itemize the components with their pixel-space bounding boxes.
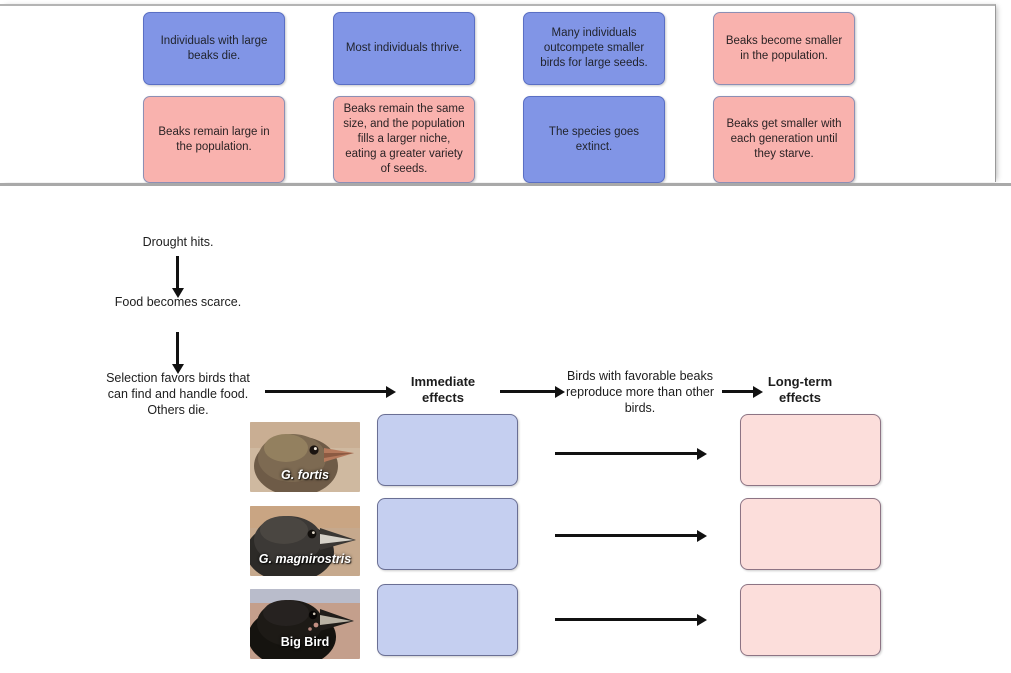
draggable-tile[interactable]: Beaks get smaller with each generation u… [713,96,855,183]
header-immediate-effects: Immediate effects [410,374,476,405]
arrow-immediate-to-reproduce [500,385,565,398]
bird-caption: G. fortis [281,468,329,482]
tile-label: The species goes extinct. [548,125,640,153]
tile-label: Beaks become smaller in the population. [725,34,843,62]
arrow-row2-immediate-to-longterm [555,529,707,542]
bird-photo-big-bird: Big Bird [250,589,360,659]
arrow-row3-immediate-to-longterm [555,613,707,626]
bird-caption: Big Bird [280,635,330,649]
bird-caption: G. magnirostris [258,552,352,566]
dropzone-immediate-3[interactable] [377,584,518,656]
bird-illustration-icon [250,506,360,576]
draggable-tile[interactable]: Beaks remain large in the population. [143,96,285,183]
chain-step-food: Food becomes scarce. [114,295,242,309]
header-reproduce-note: Birds with favorable beaks reproduce mor… [566,369,715,415]
draggable-tile[interactable]: The species goes extinct. [523,96,665,183]
arrow-food-to-selection [171,332,184,374]
dropzone-longterm-1[interactable] [740,414,881,486]
bird-photo-g-magnirostris: G. magnirostris [250,506,360,576]
draggable-tile[interactable]: Beaks remain the same size, and the popu… [333,96,475,183]
bird-photo-g-fortis: G. fortis [250,422,360,492]
tile-label: Beaks get smaller with each generation u… [726,118,842,160]
panel-divider [0,183,1011,186]
dropzone-longterm-3[interactable] [740,584,881,656]
tile-label: Most individuals thrive. [345,42,463,54]
draggable-tile[interactable]: Most individuals thrive. [333,12,475,85]
bird-illustration-icon [250,422,360,492]
tile-bank-grid: Individuals with large beaks die. Most i… [143,12,883,194]
tile-label: Beaks remain the same size, and the popu… [343,103,465,175]
chain-step-selection: Selection favors birds that can find and… [106,371,250,417]
tile-row-top: Individuals with large beaks die. Most i… [143,12,883,85]
header-longterm-effects: Long-term effects [767,374,833,405]
dropzone-longterm-2[interactable] [740,498,881,570]
dropzone-immediate-1[interactable] [377,414,518,486]
arrow-row1-immediate-to-longterm [555,447,707,460]
tile-row-bottom: Beaks remain large in the population. Be… [143,96,883,183]
chain-step-drought: Drought hits. [142,235,214,249]
natural-selection-diagram: Drought hits. Food becomes scarce. Selec… [0,186,1011,673]
tile-label: Individuals with large beaks die. [160,34,268,62]
bird-illustration-icon [250,589,360,659]
draggable-tile[interactable]: Beaks become smaller in the population. [713,12,855,85]
draggable-tile[interactable]: Many individuals outcompete smaller bird… [523,12,665,85]
arrow-drought-to-food [171,256,184,298]
tile-bank-panel: Individuals with large beaks die. Most i… [0,4,996,183]
dropzone-immediate-2[interactable] [377,498,518,570]
tile-label: Beaks remain large in the population. [158,125,270,153]
draggable-tile[interactable]: Individuals with large beaks die. [143,12,285,85]
arrow-selection-to-immediate [265,385,396,398]
tile-label: Many individuals outcompete smaller bird… [540,27,648,69]
arrow-reproduce-to-longterm [722,385,763,398]
